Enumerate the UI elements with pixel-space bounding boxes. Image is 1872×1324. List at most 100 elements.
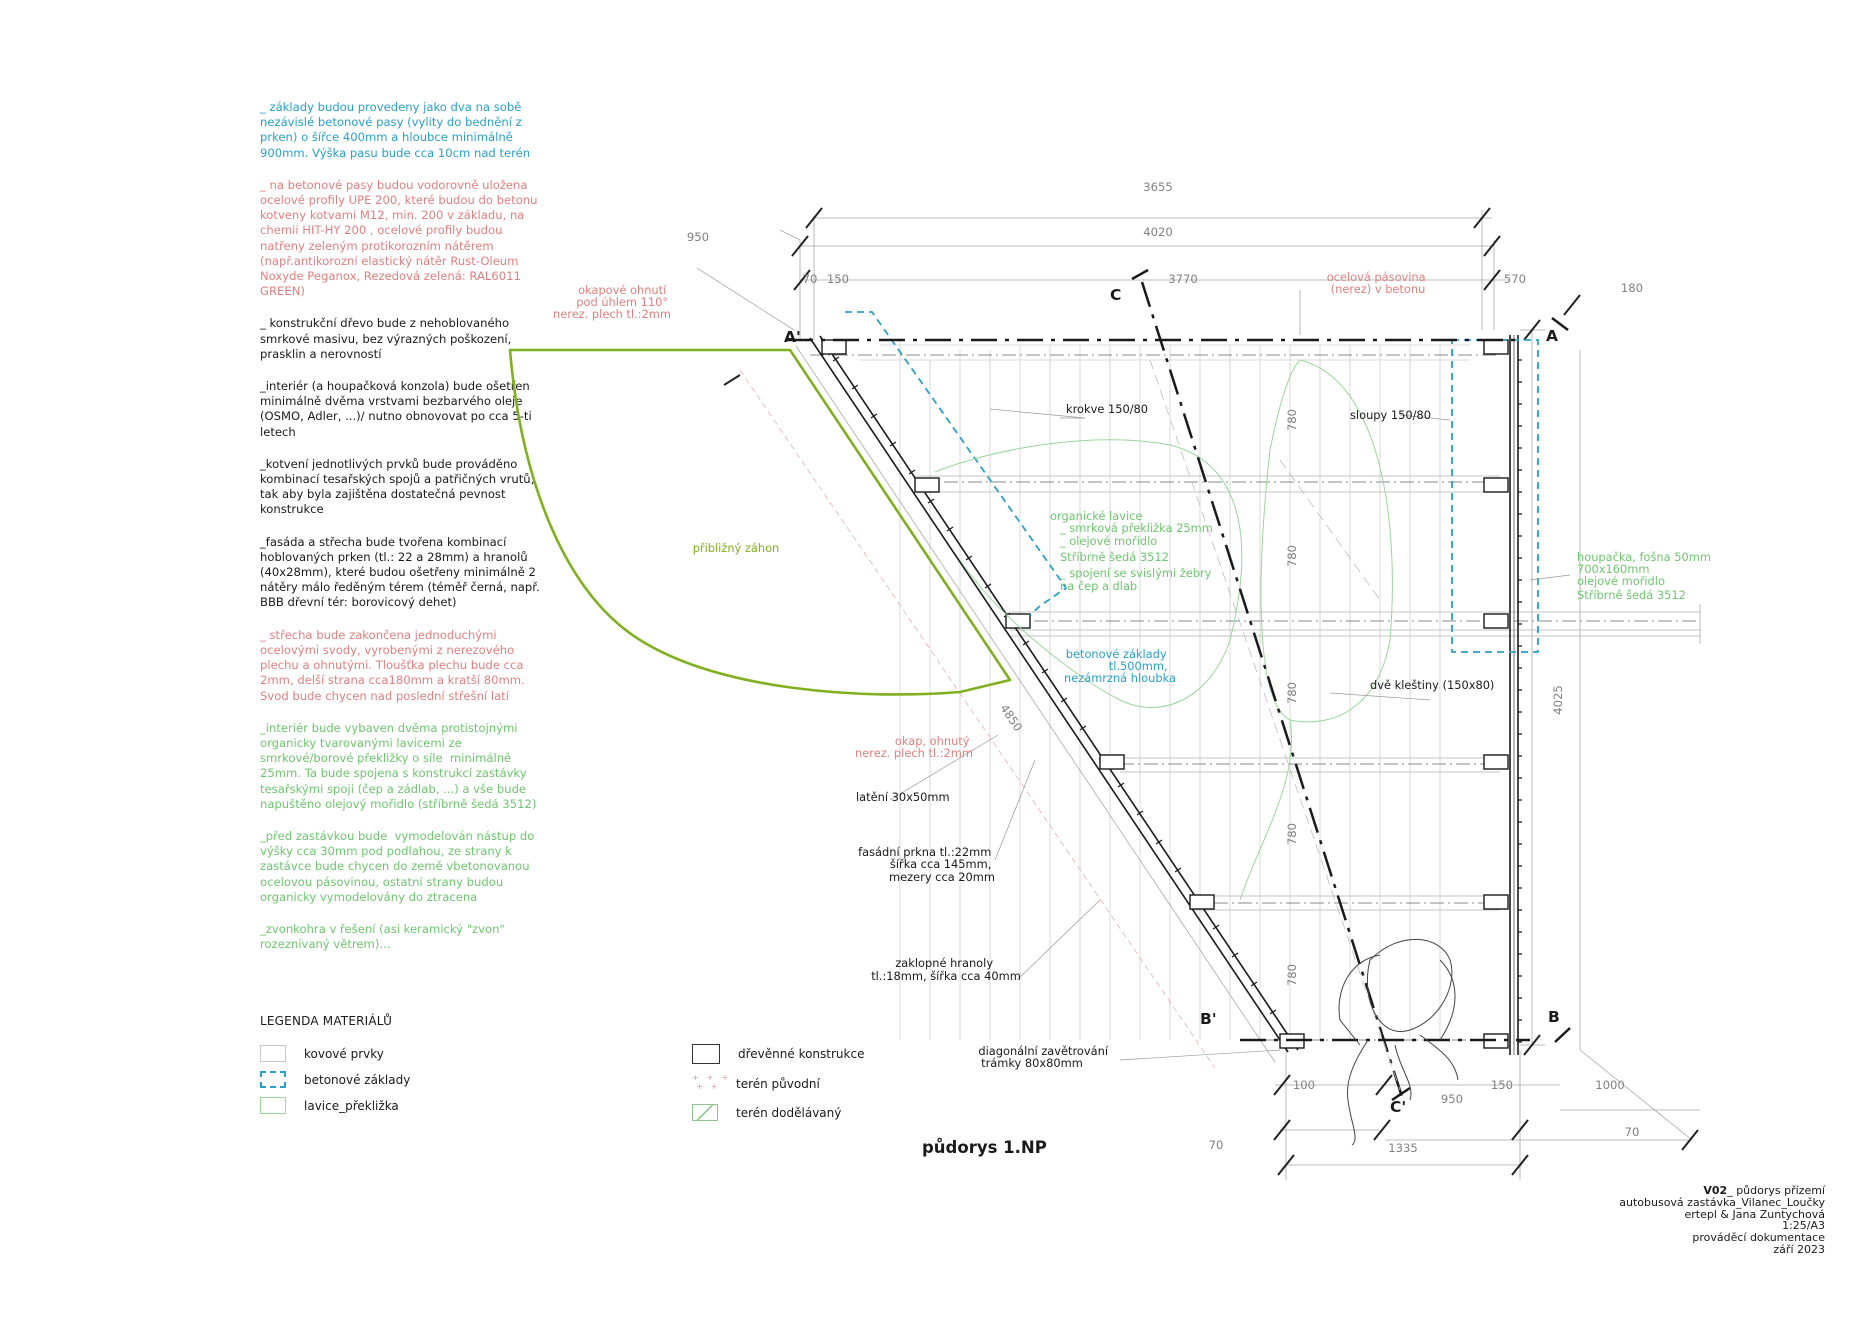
beams — [810, 354, 1700, 1041]
drawing-code: V02 — [1703, 1184, 1728, 1197]
section-arrows — [1131, 268, 1571, 1102]
right-wall-battens — [1518, 359, 1522, 1043]
wood-swatch-icon — [692, 1044, 720, 1064]
dim-3770: 3770 — [1168, 272, 1198, 286]
dim-780-4: 780 — [1285, 823, 1299, 845]
organic-benches — [934, 359, 1393, 901]
legend-item-concrete: betonové základy — [260, 1071, 410, 1088]
note-chime: _zvonkohra v řešení (asi keramický "zvon… — [260, 921, 509, 952]
dim-1000: 1000 — [1595, 1078, 1625, 1092]
note-anchoring: _kotvení jednotlivých prvků bude provádě… — [260, 456, 542, 517]
dim-4025: 4025 — [1551, 685, 1565, 715]
scale: 1:25/A3 — [1782, 1219, 1825, 1233]
legend-item-wood: dřevěnné konstrukce — [692, 1044, 864, 1064]
section-c: C — [1110, 286, 1121, 304]
authors: ertepl & Jana Zuntychová — [1684, 1207, 1825, 1221]
legend-label: terén původní — [736, 1076, 820, 1091]
label-okap: okap, ohnutý nerez. plech tl.:2mm — [855, 734, 973, 760]
garden-bed-outline — [508, 348, 1012, 696]
label-lateni: latění 30x50mm — [856, 790, 950, 804]
note-facade-roof: _fasáda a střecha bude tvořena kombinací… — [260, 534, 544, 610]
diagonal-wall — [809, 335, 1299, 1053]
date: září 2023 — [1773, 1242, 1825, 1256]
dim-180: 180 — [1621, 281, 1643, 295]
dim-780-3: 780 — [1285, 682, 1299, 704]
notes-column: _ základy budou provedeny jako dva na so… — [260, 100, 540, 969]
note-steel-profiles: _ na betonové pasy budou vodorovně ulože… — [260, 177, 542, 299]
doc-stage: prováděcí dokumentace — [1692, 1231, 1825, 1245]
dim-3655: 3655 — [1143, 180, 1173, 194]
bench-swatch-icon — [260, 1097, 286, 1114]
legend-label: dřevěnné konstrukce — [738, 1047, 865, 1061]
dim-780-5: 780 — [1285, 964, 1299, 986]
note-interior-oil: _interiér (a houpačková konzola) bude oš… — [260, 379, 536, 439]
terrain-original-swatch-icon — [692, 1073, 729, 1092]
dim-4020: 4020 — [1143, 225, 1173, 239]
diagonal-bracing — [1149, 359, 1401, 1091]
legend-item-metal: kovové prvky — [260, 1045, 384, 1062]
diagonal-wall-battens — [832, 356, 1277, 1015]
dim-570-top: 570 — [1504, 272, 1526, 286]
dimension-lines — [696, 210, 1700, 1180]
section-a: A — [1546, 327, 1558, 345]
label-fasadni-prkna: fasádní prkna tl.:22mm šířka cca 145mm, … — [858, 845, 995, 884]
label-betonove-zaklady: betonové základy tl.500mm, nezámrzná hlo… — [1064, 647, 1176, 685]
dim-950-bottom: 950 — [1441, 1092, 1463, 1106]
legend-label: kovové prvky — [304, 1046, 384, 1061]
beam-pairs — [915, 475, 1701, 911]
dim-70-top: 70 — [803, 272, 818, 286]
dim-70-bottom-right: 70 — [1625, 1125, 1640, 1139]
right-wall — [1509, 335, 1519, 1055]
legend-title: LEGENDA MATERIÁLŮ — [260, 1014, 393, 1028]
label-dve-klestiny: dvě kleštiny (150x80) — [1370, 678, 1494, 692]
section-marker-group: A' A B' B C C' — [784, 286, 1560, 1116]
metal-swatch-icon — [260, 1045, 286, 1062]
label-organicke-lavice: organické lavice _ smrková překližka 25m… — [1050, 509, 1216, 593]
label-diagonalni: diagonální zavětrování trámky 80x80mm — [978, 1044, 1111, 1070]
drawing-title: půdorys 1.NP — [922, 1138, 1047, 1157]
leader-lines — [889, 290, 1571, 1061]
legend-item-terrain-original: terén původní — [692, 1073, 820, 1092]
dim-4850: 4850 — [997, 702, 1025, 734]
legend-label: terén dodělávaný — [736, 1105, 842, 1120]
concrete-swatch-icon — [260, 1071, 286, 1088]
diagonal-terrain-line — [739, 369, 1216, 1069]
title-block: V02_ půdorys přízemí autobusová zastávka… — [1619, 1185, 1825, 1256]
note-benches: _interiér bude vybaven dvěma protistojný… — [260, 720, 537, 811]
legend-item-bench: lavice_překližka — [260, 1097, 399, 1114]
legend-label: lavice_překližka — [304, 1098, 399, 1113]
section-b-prime: B' — [1200, 1010, 1217, 1028]
dim-150-top: 150 — [827, 272, 849, 286]
terrain-new-swatch-icon — [692, 1104, 718, 1121]
note-structural-wood: _ konstrukční dřevo bude z nehoblovaného… — [260, 316, 516, 361]
section-b: B — [1548, 1008, 1560, 1026]
label-zaklopne-hranoly: zaklopné hranoly tl.:18mm, šířka cca 40m… — [871, 956, 1021, 983]
dim-780-2: 780 — [1285, 545, 1299, 567]
dim-100: 100 — [1293, 1078, 1315, 1092]
person-figure-icon — [1338, 938, 1459, 1146]
note-platform: _před zastávkou bude vymodelován nástup … — [260, 828, 539, 904]
label-houpacka: houpačka, fošna 50mm 700x160mm olejové m… — [1577, 550, 1715, 602]
label-priblizny-zahon: přibližný záhon — [693, 541, 780, 555]
label-krokve: krokve 150/80 — [1066, 402, 1148, 416]
concrete-foundations — [845, 311, 1539, 653]
dimension-ticks — [723, 207, 1699, 1176]
label-okapove-ohnuti: okapové ohnutí pod úhlem 110° nerez. ple… — [553, 283, 672, 321]
dim-1335: 1335 — [1388, 1141, 1418, 1155]
label-ocelova-pasovina: ocelová pásovina (nerez) v betonu — [1327, 270, 1430, 296]
drawing-name: _ půdorys přízemí — [1727, 1184, 1825, 1197]
dim-950-top: 950 — [687, 230, 709, 244]
label-sloupy: sloupy 150/80 — [1350, 408, 1431, 422]
dim-70-bottom-left: 70 — [1209, 1138, 1224, 1152]
dim-780-1: 780 — [1285, 409, 1299, 431]
diagonal-eave-line — [795, 345, 1276, 1063]
legend-label: betonové základy — [304, 1072, 411, 1087]
dim-150-bottom: 150 — [1491, 1078, 1513, 1092]
section-c-prime: C' — [1390, 1098, 1406, 1116]
note-gutters: _ střecha bude zakončena jednoduchými oc… — [260, 627, 529, 703]
dimension-text-group: 3655 4020 3770 70 150 570 950 180 4025 4… — [687, 180, 1643, 1155]
section-a-prime: A' — [784, 328, 801, 346]
project-name: autobusová zastávka_Vilanec_Loučky — [1619, 1195, 1825, 1209]
annotation-group: okapové ohnutí pod úhlem 110° nerez. ple… — [553, 270, 1715, 1070]
